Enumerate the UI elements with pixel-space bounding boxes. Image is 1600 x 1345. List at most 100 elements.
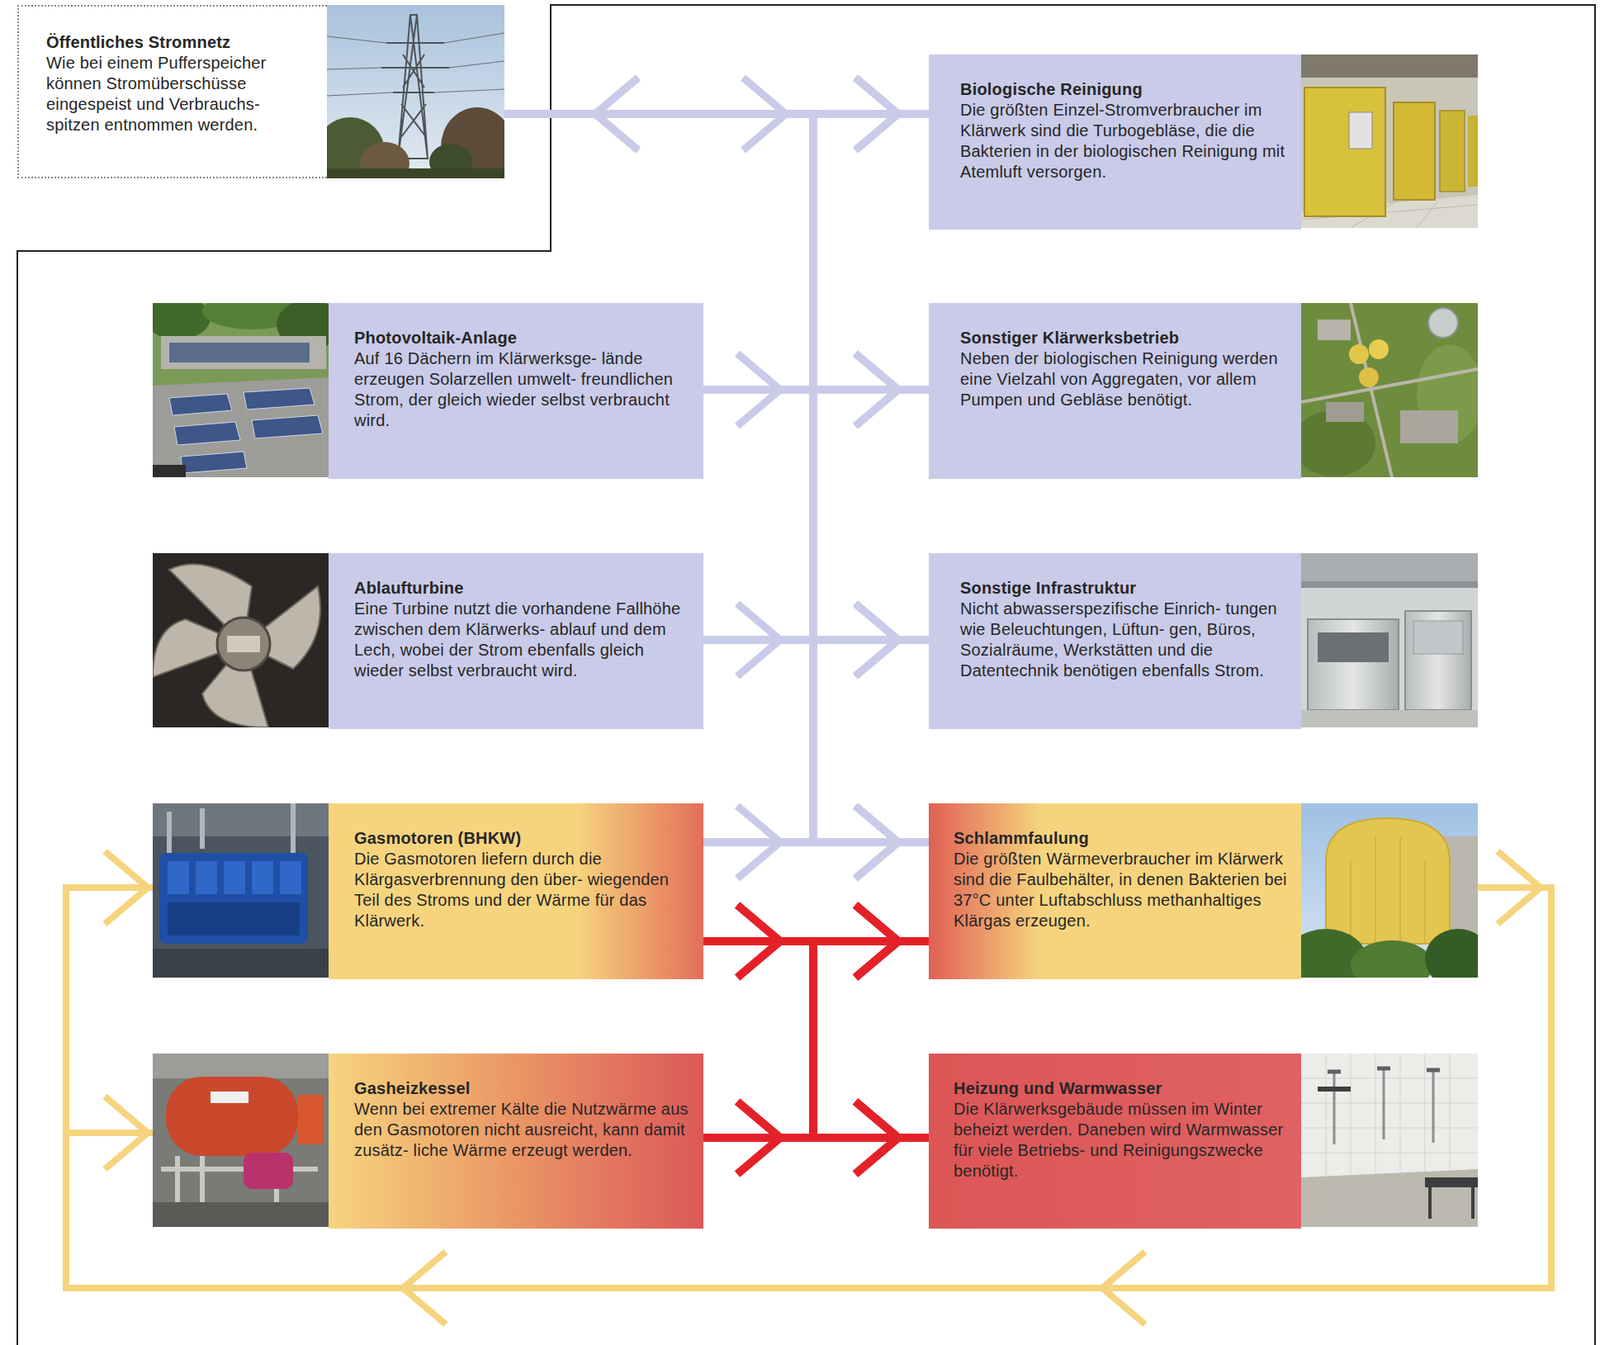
box-title: Sonstige Infrastruktur bbox=[960, 577, 1292, 599]
shower-photo bbox=[1429, 1187, 1473, 1219]
boiler-photo bbox=[243, 1152, 294, 1189]
photovoltaic-photo bbox=[169, 393, 232, 416]
boiler-photo bbox=[152, 1202, 329, 1227]
box-panel: Sonstiger KlärwerksbetriebNeben der biol… bbox=[928, 302, 1302, 479]
boiler-photo bbox=[152, 1053, 329, 1227]
gas-flow-arrow bbox=[66, 851, 1552, 1288]
photovoltaic-photo bbox=[251, 415, 323, 439]
box-description: Nicht abwasserspezifische Einrich- tunge… bbox=[960, 598, 1292, 682]
photovoltaic-photo bbox=[174, 421, 241, 445]
photovoltaic-photo bbox=[152, 377, 329, 478]
flow-line bbox=[703, 113, 929, 843]
photovoltaic-photo bbox=[160, 336, 327, 370]
heat-flow-arrow bbox=[703, 1101, 929, 1174]
box-description: Auf 16 Dächern im Klärwerksge- lände erz… bbox=[354, 348, 694, 431]
boiler-photo bbox=[298, 1094, 323, 1145]
aerial-photo bbox=[1325, 402, 1364, 422]
box-title: Gasmotoren (BHKW) bbox=[354, 828, 694, 849]
flow-line bbox=[703, 941, 929, 1138]
box-description: Wenn bei extremer Kälte die Nutzwärme au… bbox=[354, 1098, 694, 1161]
aerial-photo bbox=[1368, 339, 1389, 360]
flow-line bbox=[703, 639, 929, 843]
power-flow-arrow bbox=[504, 113, 929, 879]
aerial-photo bbox=[1292, 302, 1483, 478]
blower-photo bbox=[1349, 112, 1373, 149]
photovoltaic-photo bbox=[152, 464, 186, 478]
photovoltaic-photo bbox=[169, 342, 310, 363]
energy-box: Sonstige InfrastrukturNicht abwasserspez… bbox=[928, 553, 1478, 729]
turbine-photo bbox=[152, 563, 321, 728]
gas-flow-arrow bbox=[66, 887, 1552, 1288]
aerial-photo bbox=[1400, 410, 1458, 444]
box-title: Gasheizkessel bbox=[354, 1078, 694, 1099]
box-description: Neben der biologischen Reinigung werden … bbox=[960, 348, 1292, 411]
energy-box: Sonstiger KlärwerksbetriebNeben der biol… bbox=[928, 302, 1478, 479]
frame-line bbox=[17, 4, 1596, 1345]
box-panel: SchlammfaulungDie größten Wärmeverbrauch… bbox=[928, 803, 1302, 980]
arrow-head bbox=[855, 353, 899, 427]
engine-photo bbox=[251, 861, 274, 895]
box-description: Wie bei einem Pufferspeicher können Stro… bbox=[46, 52, 314, 136]
photovoltaic-photo bbox=[169, 388, 323, 474]
pylon-photo bbox=[326, 168, 505, 179]
shower-photo bbox=[1301, 1053, 1478, 1227]
box-panel: Sonstige InfrastrukturNicht abwasserspez… bbox=[928, 553, 1302, 729]
boiler-photo bbox=[152, 1053, 329, 1227]
box-panel: Gasmotoren (BHKW)Die Gasmotoren liefern … bbox=[328, 803, 704, 980]
blower-photo bbox=[1301, 54, 1478, 78]
engine-photo bbox=[152, 803, 329, 837]
infrastructure-photo bbox=[1413, 620, 1463, 654]
digester-photo bbox=[1325, 818, 1450, 944]
blower-photo bbox=[1304, 87, 1386, 217]
power-chevron bbox=[737, 77, 786, 879]
aerial-photo bbox=[1358, 367, 1379, 388]
photovoltaic-photo bbox=[144, 293, 343, 478]
engine-photo bbox=[169, 803, 294, 862]
flow-line bbox=[703, 389, 929, 843]
energy-box: AblaufturbineEine Turbine nutzt die vorh… bbox=[152, 553, 704, 729]
engine-photo bbox=[223, 861, 246, 895]
box-title: Schlammfaulung bbox=[953, 828, 1292, 849]
heat-flow-arrow bbox=[703, 941, 929, 1174]
aerial-photo bbox=[1349, 344, 1369, 365]
box-title: Sonstiger Klärwerksbetrieb bbox=[960, 327, 1292, 349]
energy-box: GasheizkesselWenn bei extremer Kälte die… bbox=[152, 1053, 704, 1229]
pylon-photo bbox=[381, 14, 450, 159]
energy-box: Biologische ReinigungDie größten Einzel-… bbox=[928, 54, 1478, 230]
boiler-photo bbox=[210, 1091, 249, 1103]
photovoltaic-photo bbox=[144, 296, 211, 340]
box-title: Öffentliches Stromnetz bbox=[46, 32, 314, 53]
box-panel: Heizung und WarmwasserDie Klärwerksgebäu… bbox=[928, 1053, 1302, 1229]
box-description: Eine Turbine nutzt die vorhandene Fallhö… bbox=[354, 598, 694, 682]
turbine-photo bbox=[217, 617, 270, 671]
blower-photo bbox=[1439, 110, 1465, 192]
photovoltaic-photo bbox=[180, 451, 247, 474]
box-title: Biologische Reinigung bbox=[960, 79, 1292, 100]
box-title: Heizung und Warmwasser bbox=[953, 1078, 1292, 1099]
digester-photo bbox=[1350, 940, 1434, 990]
arrow-head bbox=[855, 1101, 899, 1174]
infrastructure-photo bbox=[1301, 553, 1478, 728]
infrastructure-photo bbox=[1301, 553, 1478, 582]
energy-box: Öffentliches StromnetzWie bei einem Puff… bbox=[17, 4, 505, 179]
flow-line bbox=[703, 639, 929, 843]
engine-photo bbox=[152, 803, 329, 978]
flow-line bbox=[66, 887, 1552, 1288]
turbine-photo bbox=[152, 553, 329, 728]
engine-photo bbox=[167, 861, 190, 895]
arrow-head bbox=[855, 603, 899, 677]
box-panel: AblaufturbineEine Turbine nutzt die vorh… bbox=[328, 553, 704, 729]
infrastructure-photo bbox=[1301, 710, 1478, 728]
power-flow-arrow bbox=[703, 805, 929, 879]
aerial-photo bbox=[1317, 319, 1351, 341]
engine-photo bbox=[152, 948, 329, 978]
box-panel: Biologische ReinigungDie größten Einzel-… bbox=[928, 54, 1302, 230]
heat-flow-arrow bbox=[703, 904, 929, 1138]
digester-photo bbox=[1284, 803, 1492, 992]
arrow-head bbox=[595, 77, 639, 151]
flow-line bbox=[703, 941, 929, 1138]
arrow-head bbox=[104, 1096, 148, 1170]
shower-photo bbox=[1317, 1086, 1351, 1092]
